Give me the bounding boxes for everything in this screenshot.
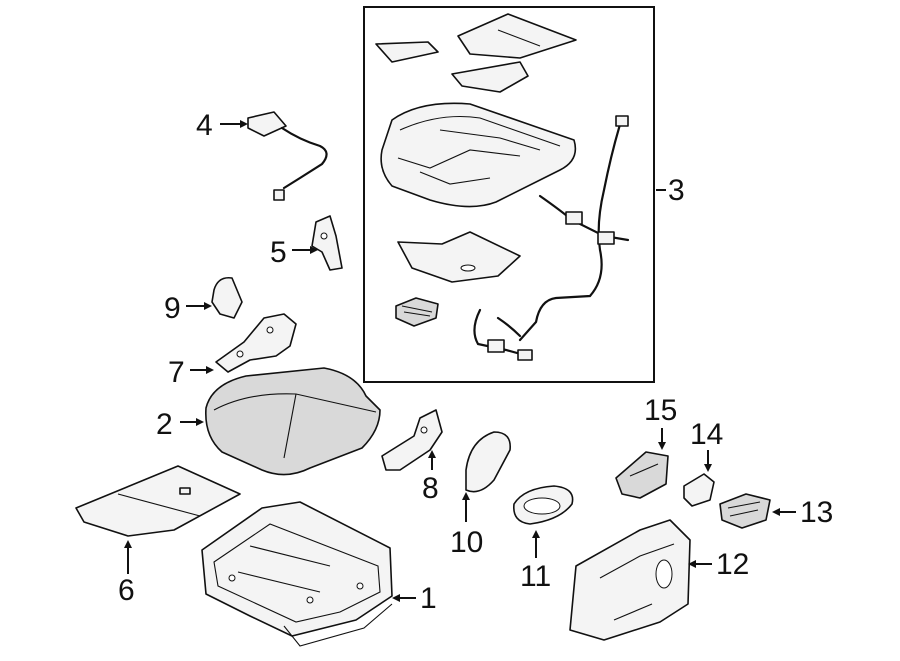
callout-arrows: [124, 120, 796, 602]
part-10-trim: [465, 431, 511, 493]
part-8-bracket: [381, 409, 443, 471]
part-3-top-pads: [375, 13, 577, 93]
callout-12: 12: [716, 548, 749, 581]
callout-11: 11: [520, 560, 551, 593]
part-14-knob: [683, 473, 715, 507]
callout-6: 6: [118, 574, 135, 607]
part-3-cushion-foam: [380, 102, 577, 208]
part-3-module: [395, 297, 439, 327]
callout-13: 13: [800, 496, 833, 529]
part-6-pad: [75, 465, 241, 537]
callout-8: 8: [422, 472, 439, 505]
part-12-side-shield: [569, 519, 691, 641]
part-3-harness: [473, 115, 630, 361]
callout-7: 7: [168, 356, 185, 389]
part-5-bracket: [311, 215, 343, 271]
part-9-cover: [211, 276, 243, 319]
callout-5: 5: [270, 236, 287, 269]
part-3-lower-pad: [397, 231, 521, 283]
callout-10: 10: [450, 526, 483, 559]
callout-3: 3: [668, 174, 685, 207]
callout-4: 4: [196, 109, 213, 142]
part-2-seat-cushion: [205, 367, 381, 476]
part-15-switch: [615, 451, 669, 499]
callout-2: 2: [156, 408, 173, 441]
part-7-bracket: [215, 313, 297, 373]
callout-1: 1: [420, 582, 437, 615]
part-1-seat-frame: [201, 501, 393, 647]
part-13-switch: [719, 493, 771, 529]
part-3-group-box: [363, 6, 655, 383]
part-4-sensor: [247, 111, 328, 201]
callout-15: 15: [644, 394, 677, 427]
part-11-bezel: [513, 485, 574, 525]
callout-14: 14: [690, 418, 723, 451]
callout-9: 9: [164, 292, 181, 325]
